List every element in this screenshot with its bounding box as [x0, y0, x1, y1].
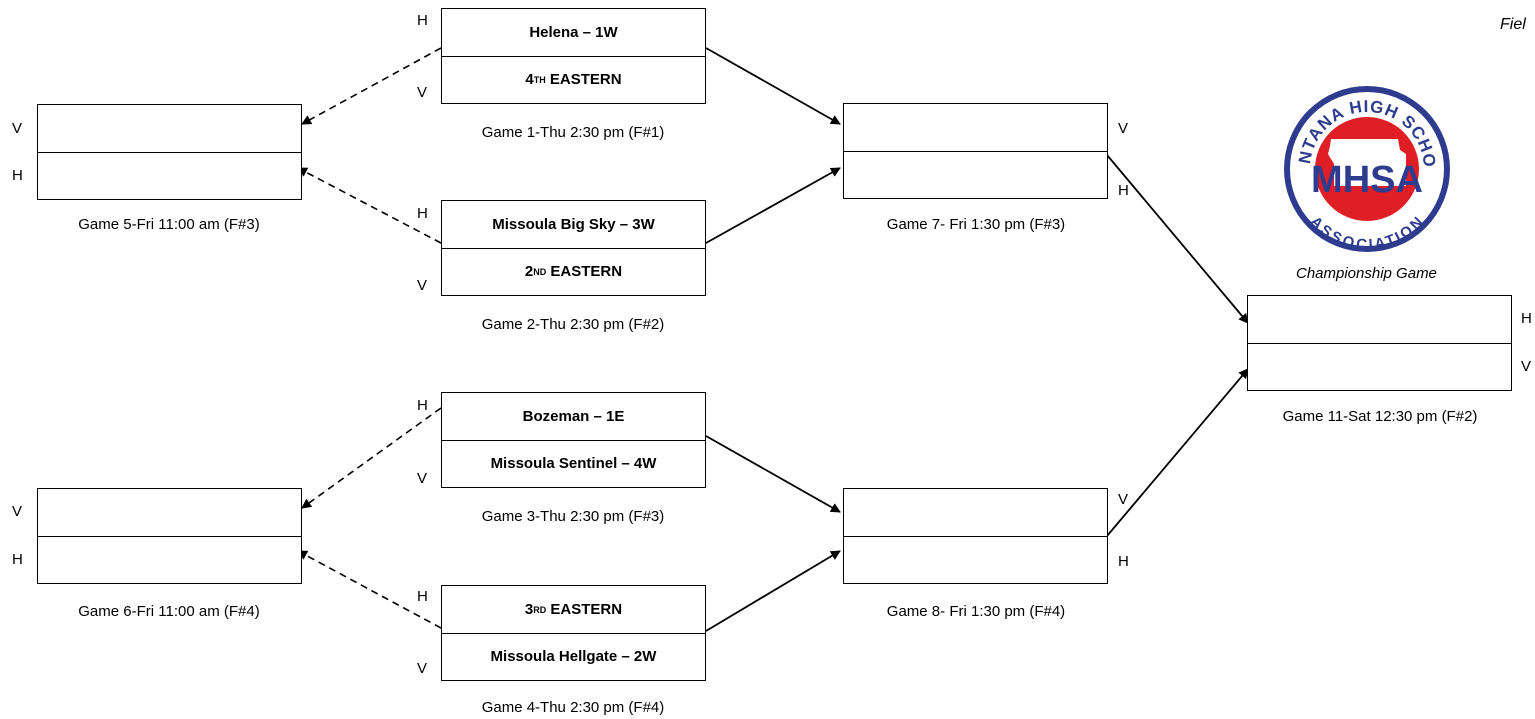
loser-line-g3 — [301, 407, 442, 509]
game-1-top-tag: H — [417, 12, 428, 29]
game-3-box: Bozeman – 1E Missoula Sentinel – 4W — [441, 392, 706, 488]
winner-line-g4 — [705, 550, 841, 632]
game-11-slot-bottom — [1248, 343, 1511, 390]
championship-label: Championship Game — [1296, 265, 1437, 282]
game-5-slot-bottom — [38, 152, 301, 199]
loser-line-g4 — [297, 550, 442, 629]
game-1-home-team: Helena – 1W — [442, 9, 705, 57]
game-1-bottom-tag: V — [417, 84, 428, 101]
game-3-caption: Game 3-Thu 2:30 pm (F#3) — [481, 508, 665, 525]
game-4-top-tag: H — [417, 588, 428, 605]
game-1-caption: Game 1-Thu 2:30 pm (F#1) — [481, 124, 665, 141]
game-4-bottom-tag: V — [417, 660, 428, 677]
game-6-caption: Game 6-Fri 11:00 am (F#4) — [78, 603, 260, 620]
loser-line-g2 — [297, 167, 442, 244]
game-7-top-tag: V — [1118, 120, 1129, 137]
loser-line-g1 — [301, 47, 442, 125]
game-3-bottom-tag: V — [417, 470, 428, 487]
game-6-box — [37, 488, 302, 584]
game-3-visitor-team: Missoula Sentinel – 4W — [490, 455, 657, 472]
game-5-box — [37, 104, 302, 200]
game-6-top-tag: V — [12, 503, 23, 520]
game-3-top-tag: H — [417, 397, 428, 414]
game-7-slot-top — [844, 104, 1107, 152]
game-7-caption: Game 7- Fri 1:30 pm (F#3) — [886, 216, 1066, 233]
game-8-caption: Game 8- Fri 1:30 pm (F#4) — [886, 603, 1066, 620]
game-2-home-team: Missoula Big Sky – 3W — [442, 201, 705, 249]
game-6-bottom-tag: H — [12, 551, 23, 568]
game-8-bottom-tag: H — [1118, 553, 1129, 570]
game-8-slot-bottom — [844, 536, 1107, 583]
game-2-top-tag: H — [417, 205, 428, 222]
game-5-bottom-tag: H — [12, 167, 23, 184]
game-5-top-tag: V — [12, 120, 23, 137]
winner-line-g8 — [1106, 368, 1249, 537]
game-7-bottom-tag: H — [1118, 182, 1129, 199]
game-7-slot-bottom — [844, 151, 1107, 198]
game-11-bottom-tag: V — [1521, 358, 1532, 375]
mhsa-logo: MONTANA HIGH SCHOOL MHSA ASSOCIATION — [1282, 84, 1450, 254]
game-6-slot-top — [38, 489, 301, 537]
game-7-box — [843, 103, 1108, 199]
game-6-slot-bottom — [38, 536, 301, 583]
game-11-box — [1247, 295, 1512, 391]
winner-line-g1 — [705, 47, 841, 125]
game-11-slot-top — [1248, 296, 1511, 344]
logo-center-text: MHSA — [1311, 159, 1423, 201]
game-11-caption: Game 11-Sat 12:30 pm (F#2) — [1282, 408, 1478, 425]
field-label: Fiel — [1500, 16, 1526, 33]
winner-line-g7 — [1106, 154, 1249, 324]
game-5-caption: Game 5-Fri 11:00 am (F#3) — [78, 216, 260, 233]
game-2-bottom-tag: V — [417, 277, 428, 294]
game-8-top-tag: V — [1118, 491, 1129, 508]
game-4-caption: Game 4-Thu 2:30 pm (F#4) — [481, 699, 665, 716]
winner-line-g2 — [705, 167, 841, 244]
game-4-visitor-team: Missoula Hellgate – 2W — [490, 648, 657, 665]
winner-line-g3 — [705, 435, 841, 513]
game-3-home-team: Bozeman – 1E — [442, 393, 705, 441]
game-8-slot-top — [844, 489, 1107, 537]
game-2-caption: Game 2-Thu 2:30 pm (F#2) — [481, 316, 665, 333]
game-8-box — [843, 488, 1108, 584]
game-11-top-tag: H — [1521, 310, 1532, 327]
game-5-slot-top — [38, 105, 301, 153]
